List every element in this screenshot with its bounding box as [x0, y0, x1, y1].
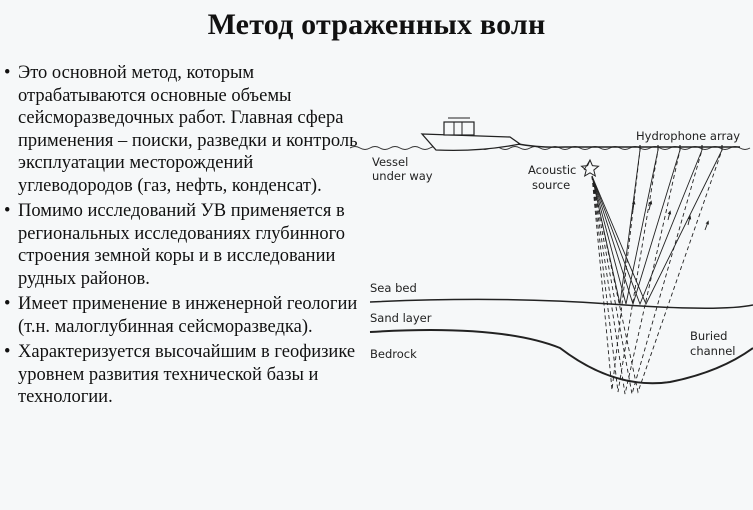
buried-channel-label-line2: channel — [690, 344, 736, 358]
hydrophone-label: Hydrophone array — [636, 129, 740, 143]
bullet-text: Характеризуется высочайшим в геофизике у… — [18, 342, 356, 407]
ray-arrows — [631, 200, 709, 231]
bullet-marker: • — [4, 63, 11, 83]
acoustic-label-line2: source — [532, 178, 570, 192]
bullet-marker: • — [4, 342, 11, 362]
sea-bed-line — [369, 298, 753, 309]
bullet-marker: • — [4, 201, 11, 221]
sea-bed-label: Sea bed — [370, 281, 417, 295]
bullet-item: • Помимо исследований УВ применяется в р… — [4, 200, 360, 290]
bullet-text: Это основной метод, которым отрабатывают… — [18, 63, 358, 196]
vessel-label-line2: under way — [372, 169, 433, 183]
bullet-item: • Имеет применение в инженерной геологии… — [4, 293, 360, 338]
acoustic-label-line1: Acoustic — [528, 163, 576, 177]
bullet-text: Имеет применение в инженерной геологии (… — [18, 294, 358, 337]
hydrophone-markers — [639, 145, 723, 150]
sand-layer-label: Sand layer — [370, 311, 432, 325]
bedrock-label: Bedrock — [370, 347, 417, 361]
water-surface — [350, 146, 751, 150]
hydrophone-streamer — [517, 143, 740, 148]
buried-channel-label-line1: Buried — [690, 329, 727, 343]
bullet-marker: • — [4, 294, 11, 314]
bedrock-line — [369, 329, 753, 385]
boat-icon — [420, 117, 522, 152]
page-title: Метод отраженных волн — [207, 8, 546, 41]
bullet-list: • Это основной метод, которым отрабатыва… — [4, 62, 360, 412]
star-icon — [580, 158, 600, 178]
seismic-diagram: Vessel under way Hydrophone array Acoust… — [350, 117, 753, 395]
bedrock-rays — [591, 149, 723, 395]
vessel-label-line1: Vessel — [372, 155, 408, 169]
bullet-item: • Характеризуется высочайшим в геофизике… — [4, 341, 360, 409]
bullet-item: • Это основной метод, которым отрабатыва… — [4, 62, 360, 197]
bullet-text: Помимо исследований УВ применяется в рег… — [18, 201, 346, 289]
